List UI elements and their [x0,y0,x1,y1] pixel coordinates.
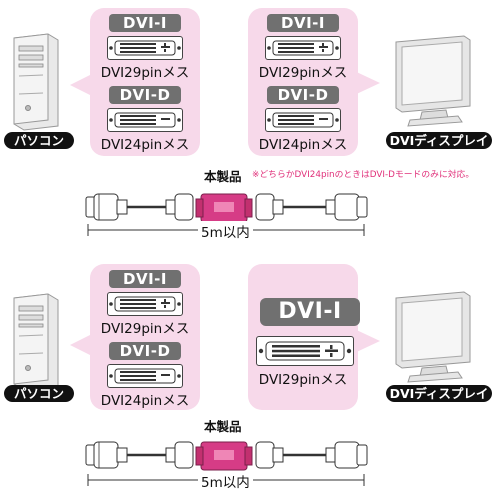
cable-connector-icon [85,441,128,469]
dvi29pin-caption: DVI29pinメス [258,65,348,81]
monitor-icon [395,35,471,127]
cable-connector-icon [165,441,194,469]
right-panel-pointer [348,326,380,356]
cable-connector-icon [325,441,368,469]
dvi-d-tag: DVI-D [109,342,181,360]
cable-connector-icon [325,193,368,221]
dvi24pin-caption: DVI24pinメス [100,393,190,409]
dvi-d-connector-icon [107,364,183,388]
cable-assembly [85,441,368,486]
monitor-icon [395,291,471,383]
dvi24pin-caption: DVI24pinメス [258,137,348,153]
dvi29pin-caption: DVI29pinメス [100,321,190,337]
dvi-i-tag: DVI-I [109,270,181,288]
dvi-i-tag: DVI-I [109,14,181,32]
cable-connector-icon [85,193,128,221]
product-label: 本製品 [204,169,242,184]
display-label: DVIディスプレイ [386,385,492,402]
distance-label: 5m以内 [198,471,253,491]
dvi-d-connector-icon [107,108,183,132]
cable-connector-icon [165,193,194,221]
display-label: DVIディスプレイ [386,132,492,149]
cable-connector-icon [255,441,284,469]
dvi-d-tag: DVI-D [267,86,339,104]
compatibility-note: ※どちらかDVI24pinのときはDVI-Dモードのみに対応。 [252,170,475,180]
dvi-i-connector-icon [256,336,354,366]
dvi-i-tag: DVI-I [260,298,360,326]
product-label: 本製品 [204,419,242,434]
dvi-d-tag: DVI-D [109,86,181,104]
pc-label: パソコン [4,132,74,149]
distance-label: 5m以内 [198,221,253,241]
dvi29pin-caption: DVI29pinメス [258,372,348,388]
pc-tower-icon [13,33,59,131]
dvi24pin-caption: DVI24pinメス [100,137,190,153]
dvi-i-connector-icon [265,36,341,60]
product-adapter-icon [195,441,253,471]
dvi-i-tag: DVI-I [267,14,339,32]
dvi-i-connector-icon [107,36,183,60]
dvi-i-connector-icon [107,292,183,316]
cable-connector-icon [255,193,284,221]
dvi-d-connector-icon [265,108,341,132]
pc-tower-icon [13,293,59,391]
dvi29pin-caption: DVI29pinメス [100,65,190,81]
product-adapter-icon [195,193,253,223]
right-panel-pointer [348,68,380,98]
pc-label: パソコン [4,385,74,402]
cable-assembly [85,193,368,236]
